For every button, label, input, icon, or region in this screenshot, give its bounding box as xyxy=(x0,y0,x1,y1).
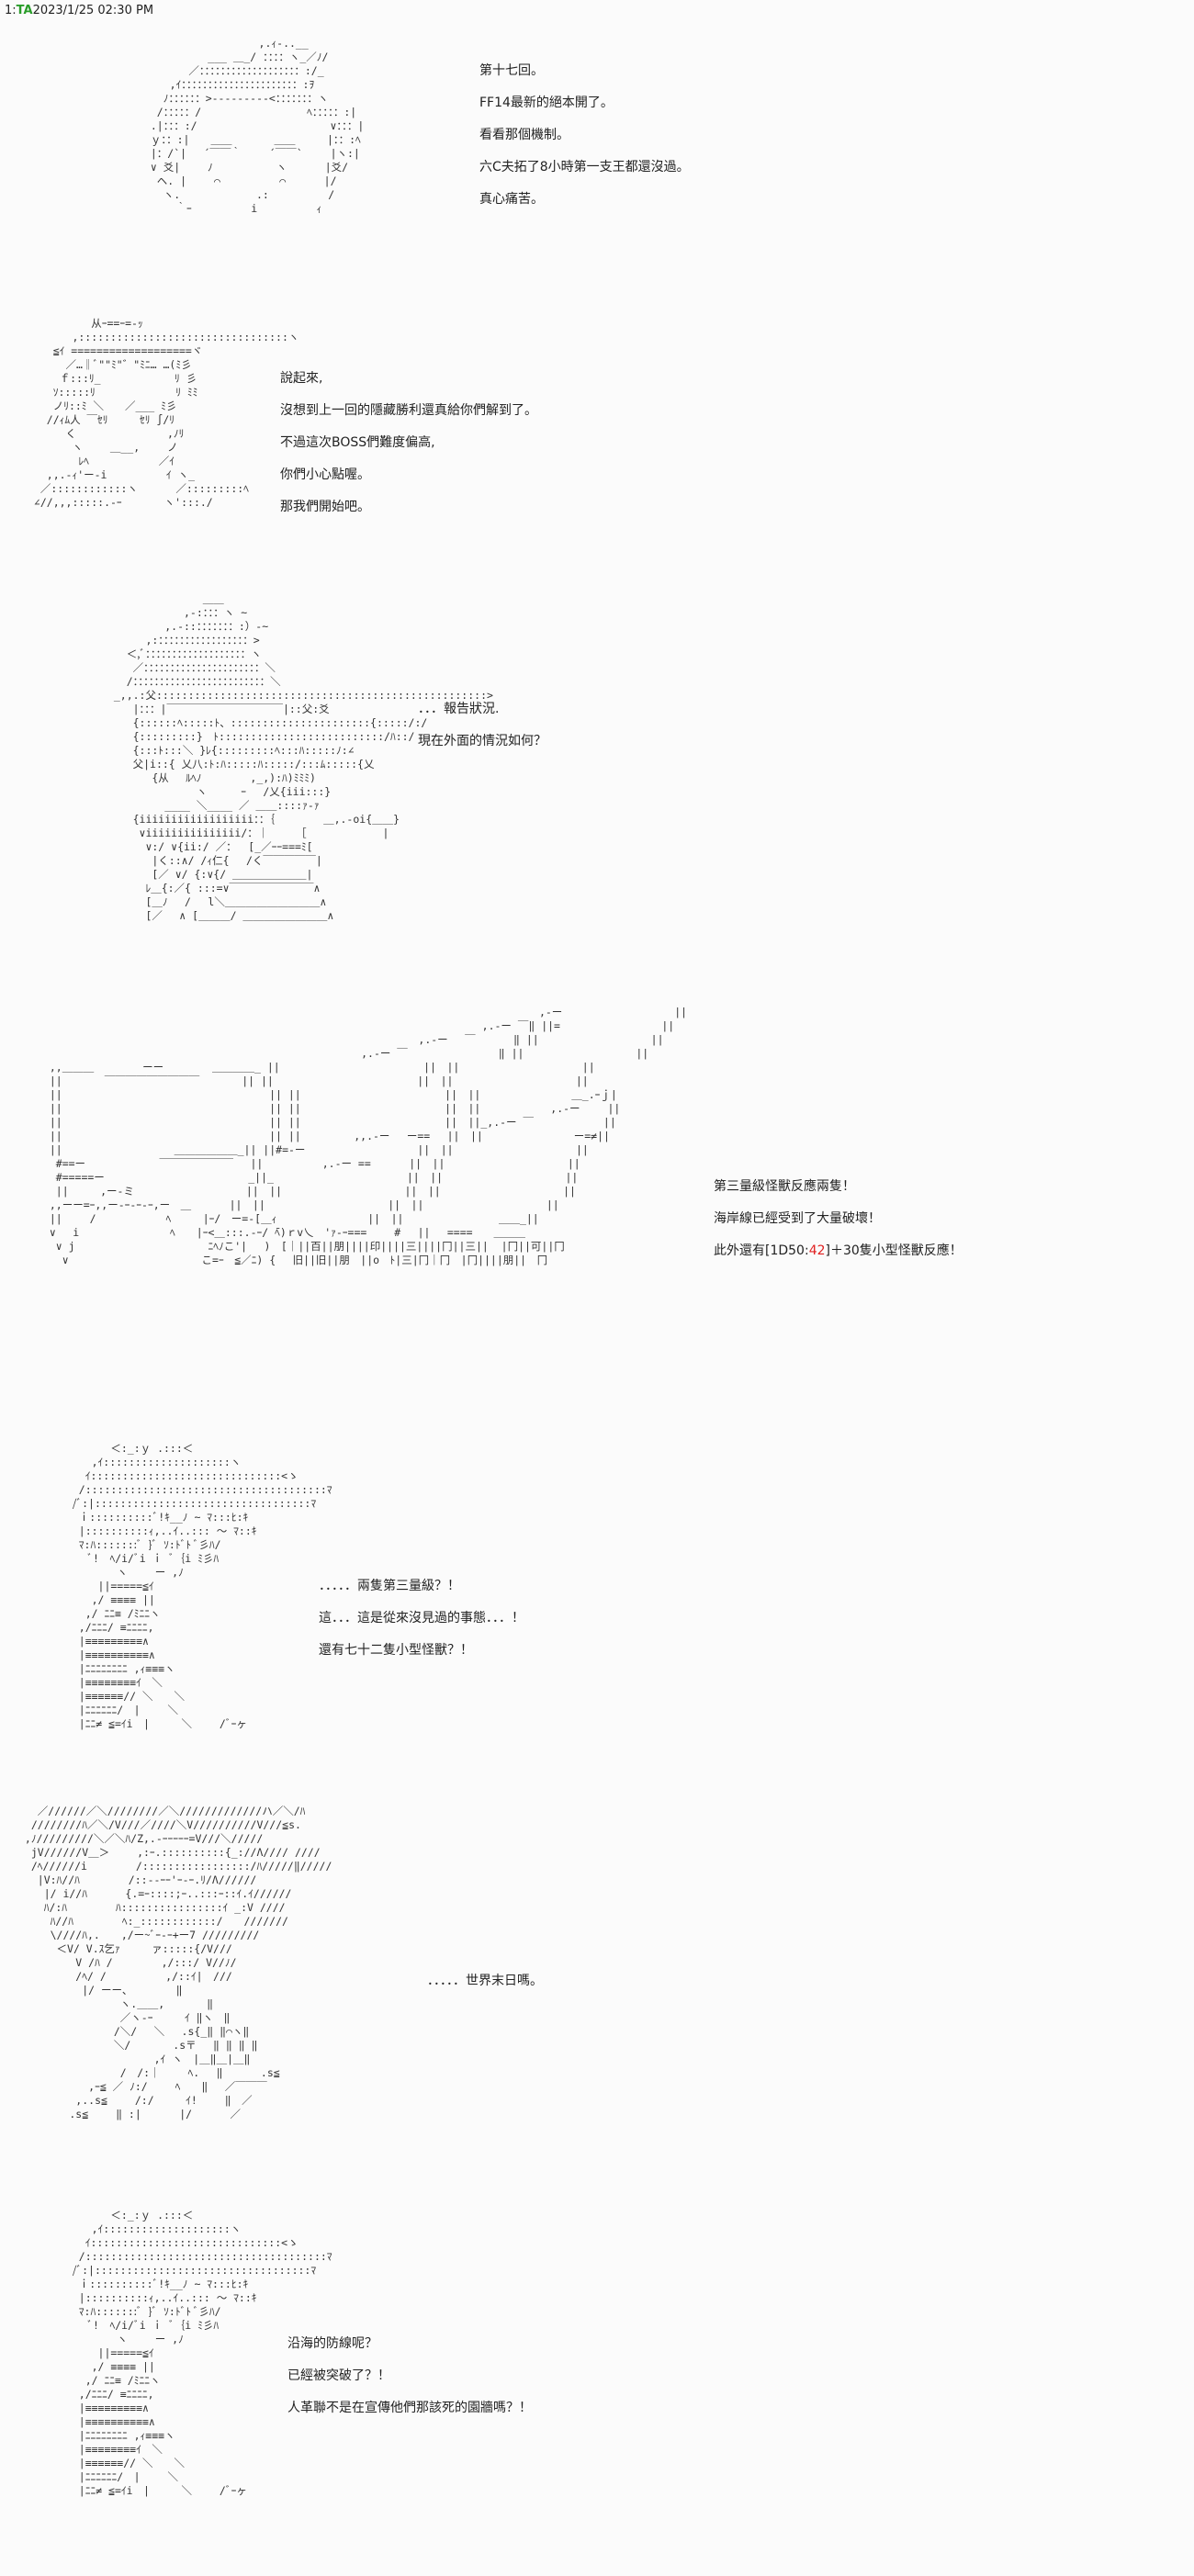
post-header: 1:TA2023/1/25 02:30 PM xyxy=(5,4,153,17)
dialogue-line: 已經被突破了？！ xyxy=(287,2368,390,2383)
panel-6: ／//////／＼////////／＼/////////////ハ／＼/ﾊ //… xyxy=(0,1800,1194,2177)
panel-5: ＜:_:ｙ .:::＜ ,ｲ::::::::::::::::::::ヽ ｲ:::… xyxy=(0,1437,1194,1786)
dialogue-line: 第三量級怪獸反應兩隻！ xyxy=(714,1179,855,1194)
panel-3: ＿＿ ,-:：：：ヽ ~ ,.-::：：：：：：：:）‐~ ,:：：：：：：：：… xyxy=(0,588,1194,992)
ascii-art-hat-man: 从ｰ==ｰ=-ｯ ,::::::::::::::::::::::::::::::… xyxy=(33,317,299,509)
dice-suffix: ]＋30隻小型怪獸反應！ xyxy=(825,1243,963,1258)
post-datetime: 2023/1/25 02:30 PM xyxy=(32,4,154,17)
dice-roll-line: 此外還有[1D50:42]＋30隻小型怪獸反應！ xyxy=(714,1235,963,1267)
dialogue-5: ．．．．．兩隻第三量級？！ 這．．．這是從來沒見過的事態．．．！ 還有七十二隻小… xyxy=(319,1570,524,1667)
dialogue-1: 第十七回。 FF14最新的絕本開了。 看看那個機制。 六C夫拓了8小時第一支王都… xyxy=(479,55,690,216)
dialogue-line: 海岸線已經受到了大量破壞！ xyxy=(714,1211,881,1226)
post-number[interactable]: 1 xyxy=(5,4,13,17)
dialogue-line: ．．．報告狀況. xyxy=(418,702,500,716)
poster-name[interactable]: TA xyxy=(16,4,33,17)
dialogue-line: ．．．．．兩隻第三量級？！ xyxy=(319,1579,460,1593)
dialogue-7: 沿海的防線呢？ 已經被突破了？！ 人革聯不是在宣傳他們那該死的園牆嗎？！ xyxy=(287,2328,532,2424)
ascii-art-soldier: ＜:_:ｙ .:::＜ ,ｲ::::::::::::::::::::ヽ ｲ:::… xyxy=(72,2209,332,2497)
dialogue-line: 現在外面的情況如何？ xyxy=(418,734,546,748)
dialogue-line: 這．．．這是從來沒見過的事態．．．！ xyxy=(319,1611,524,1625)
dice-result: 42 xyxy=(808,1243,826,1258)
dialogue-line: 你們小心點喔。 xyxy=(280,467,370,482)
dialogue-line: 看看那個機制。 xyxy=(479,128,569,142)
dialogue-line: 不過這次BOSS們難度偏高, xyxy=(280,435,435,450)
dialogue-4: 第三量級怪獸反應兩隻！ 海岸線已經受到了大量破壞！ 此外還有[1D50:42]＋… xyxy=(714,1171,963,1267)
dice-prefix: 此外還有[1D50: xyxy=(714,1243,809,1258)
dialogue-2: 說起來, 沒想到上一回的隱藏勝利還真給你們解到了。 不過這次BOSS們難度偏高,… xyxy=(280,363,537,523)
dialogue-line: 六C夫拓了8小時第一支王都還沒過。 xyxy=(479,160,690,174)
panel-1: ,.ｨ‐..__ ___ ＿_/ ：：：：ヽ_／ﾉ/ ／：：：：：：：：：：：：… xyxy=(0,28,1194,303)
dialogue-line: 還有七十二隻小型怪獸？！ xyxy=(319,1643,473,1658)
ascii-art-tactician: ,.ｨ‐..__ ___ ＿_/ ：：：：ヽ_／ﾉ/ ／：：：：：：：：：：：：… xyxy=(150,37,365,215)
dialogue-6: ．．．．．世界末日嗎。 xyxy=(427,1965,543,1997)
dialogue-line: 說起來, xyxy=(280,371,323,386)
dialogue-3: ．．．報告狀況. 現在外面的情況如何？ xyxy=(418,693,546,758)
post-separator: : xyxy=(12,4,17,17)
panel-4: ,-ー || ,.-ー ￣‖ ||= || ,.-ー ￣ ‖ || || xyxy=(0,1001,1194,1423)
panel-2: 从ｰ==ｰ=-ｯ ,::::::::::::::::::::::::::::::… xyxy=(0,312,1194,579)
ascii-art-soldier: ＜:_:ｙ .:::＜ ,ｲ::::::::::::::::::::ヽ ｲ:::… xyxy=(72,1442,332,1730)
dialogue-line: 人革聯不是在宣傳他們那該死的園牆嗎？！ xyxy=(287,2401,532,2415)
dialogue-line: 沿海的防線呢？ xyxy=(287,2336,377,2351)
dialogue-line: 那我們開始吧。 xyxy=(280,500,370,514)
dialogue-line: 沒想到上一回的隱藏勝利還真給你們解到了。 xyxy=(280,403,537,418)
dialogue-line: 第十七回。 xyxy=(479,63,544,78)
dialogue-line: ．．．．．世界末日嗎。 xyxy=(427,1974,543,1988)
ascii-art-officer: ＿＿ ,-:：：：ヽ ~ ,.-::：：：：：：：:）‐~ ,:：：：：：：：：… xyxy=(113,592,493,922)
panel-7: ＜:_:ｙ .:::＜ ,ｲ::::::::::::::::::::ヽ ｲ:::… xyxy=(0,2204,1194,2571)
dialogue-line: 真心痛苦。 xyxy=(479,192,544,207)
ascii-art-shadow-figure: ／//////／＼////////／＼/////////////ハ／＼/ﾊ //… xyxy=(24,1805,332,2120)
ascii-art-command-room: ,-ー || ,.-ー ￣‖ ||= || ,.-ー ￣ ‖ || || xyxy=(49,1006,688,1266)
dialogue-line: FF14最新的絕本開了。 xyxy=(479,96,614,110)
